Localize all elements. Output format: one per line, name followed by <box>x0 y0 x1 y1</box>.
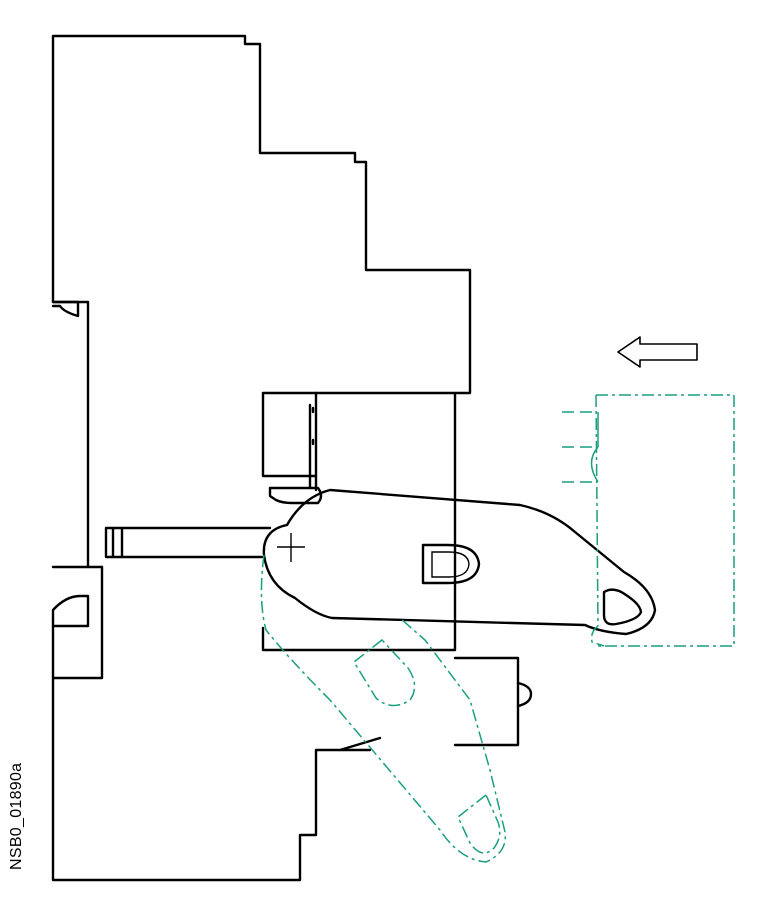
crosshair-icon <box>277 533 305 562</box>
drawing-reference-code: NSB0_01890a <box>8 762 25 870</box>
side-knob <box>516 681 533 708</box>
lever-window-inner <box>431 551 470 578</box>
lever-closed <box>262 488 657 636</box>
arrow-left-outline-icon <box>617 336 698 368</box>
pin-bracket <box>590 412 599 483</box>
handle-slot <box>308 391 318 492</box>
accessory-block-ghost <box>595 394 735 647</box>
lever-open-ghost <box>260 554 507 863</box>
lower-support <box>338 736 382 752</box>
lever-open-window-ghost <box>353 638 416 707</box>
lever-tip-grip <box>602 588 643 626</box>
alternate-position-outline <box>260 394 735 863</box>
device-housing-outline <box>51 34 520 882</box>
lever-open-tip-ghost <box>457 793 501 854</box>
rail-notch-bottom <box>51 565 104 628</box>
lever-slot <box>268 486 323 505</box>
accessory-hook-ghost <box>590 625 605 647</box>
lever-window <box>421 543 481 585</box>
rail-notch-top <box>51 300 80 318</box>
push-rod <box>104 526 272 559</box>
